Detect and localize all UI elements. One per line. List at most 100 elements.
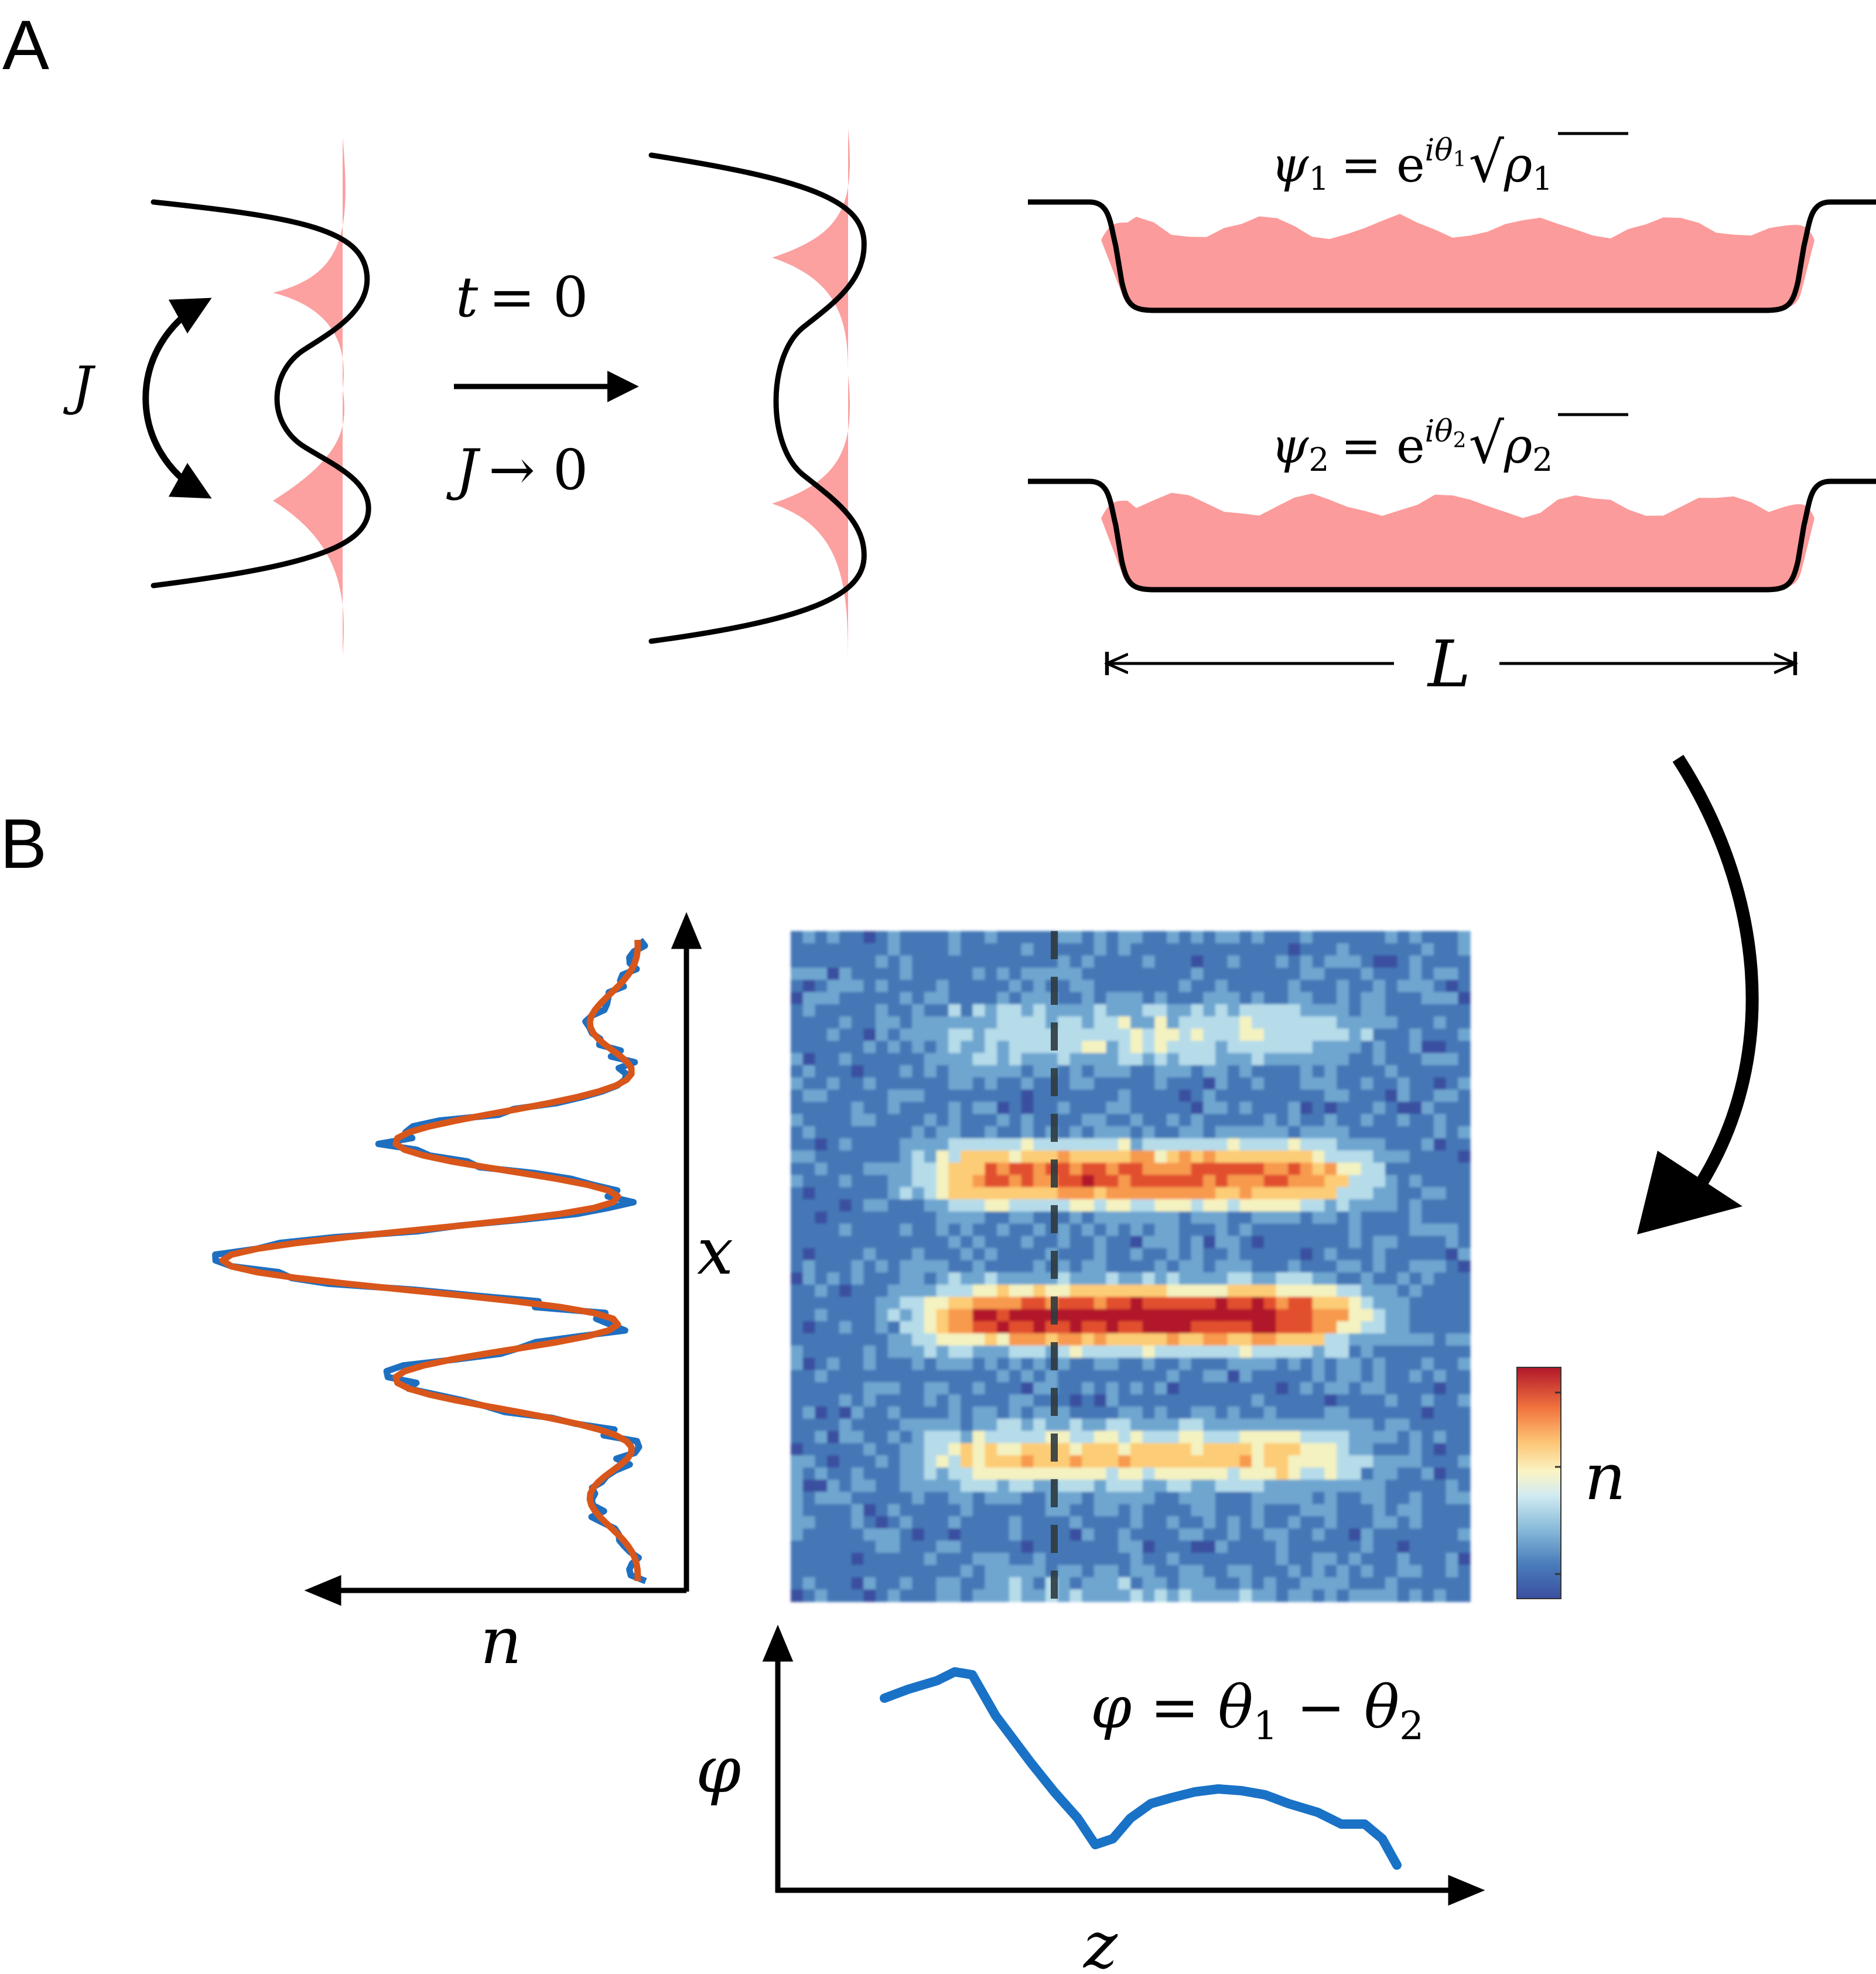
heatmap-cell [1069, 1296, 1082, 1310]
heatmap-cell [1421, 1540, 1434, 1554]
heatmap-cell [1227, 1126, 1241, 1139]
heatmap-cell [1178, 931, 1192, 944]
heatmap-cell [997, 943, 1010, 956]
heatmap-cell [863, 1089, 876, 1103]
heatmap-cell [887, 1577, 901, 1590]
heatmap-cell [1239, 1138, 1252, 1151]
heatmap-cell [1045, 1467, 1058, 1480]
heatmap-cell [1191, 980, 1204, 993]
heatmap-cell [1421, 1321, 1434, 1334]
heatmap-cell [1009, 1028, 1022, 1042]
heatmap-cell [1021, 1431, 1034, 1444]
heatmap-cell [1324, 1455, 1337, 1468]
heatmap-cell [961, 1394, 973, 1407]
heatmap-cell [1009, 1175, 1022, 1188]
heatmap-cell [936, 1211, 949, 1224]
heatmap-cell [1033, 1394, 1046, 1407]
heatmap-cell [1082, 1053, 1095, 1066]
heatmap-cell [1337, 1577, 1349, 1590]
heatmap-cell [1130, 1565, 1143, 1578]
heatmap-cell [1397, 1321, 1410, 1334]
heatmap-cell [1348, 1516, 1362, 1529]
heatmap-cell [1057, 1150, 1071, 1164]
heatmap-cell [1009, 1577, 1022, 1590]
heatmap-cell [1348, 1394, 1362, 1407]
heatmap-cell [1446, 943, 1459, 956]
heatmap-cell [791, 1357, 804, 1371]
heatmap-cell [936, 1589, 949, 1602]
heatmap-cell [887, 1175, 901, 1188]
heatmap-cell [1106, 1089, 1119, 1103]
heatmap-cell [1458, 992, 1471, 1005]
heatmap-cell [1300, 1016, 1313, 1029]
heatmap-cell [1421, 1394, 1434, 1407]
process-arrow-icon [1672, 755, 1759, 1186]
heatmap-cell [1009, 1284, 1022, 1298]
heatmap-cell [1458, 1162, 1471, 1176]
heatmap-cell [1227, 1431, 1241, 1444]
heatmap-cell [815, 1467, 828, 1480]
heatmap-cell [887, 1394, 901, 1407]
heatmap-cell [1106, 1028, 1119, 1042]
heatmap-cell [1337, 1236, 1349, 1249]
heatmap-cell [1421, 992, 1434, 1005]
heatmap-cell [900, 1126, 913, 1139]
heatmap-cell [912, 1041, 925, 1053]
heatmap-cell [876, 955, 889, 969]
heatmap-cell [1263, 1223, 1277, 1237]
heatmap-cell [1130, 1418, 1143, 1432]
heatmap-cell [1009, 1504, 1022, 1517]
heatmap-cell [1252, 1065, 1265, 1078]
heatmap-cell [1385, 1357, 1398, 1371]
heatmap-cell [961, 1199, 973, 1212]
heatmap-cell [1009, 1004, 1022, 1017]
heatmap-cell [815, 1028, 828, 1042]
heatmap-cell [1167, 1199, 1180, 1212]
heatmap-cell [936, 1540, 949, 1554]
heatmap-cell [1421, 1516, 1434, 1529]
heatmap-cell [997, 1418, 1010, 1432]
heatmap-cell [1458, 1504, 1471, 1517]
heatmap-cell [997, 1382, 1010, 1395]
heatmap-cell [900, 1333, 913, 1346]
heatmap-cell [948, 1089, 961, 1103]
heatmap-cell [1215, 1394, 1228, 1407]
heatmap-cell [1300, 1443, 1313, 1456]
heatmap-cell [863, 1357, 876, 1371]
heatmap-cell [972, 1284, 986, 1298]
heatmap-cell [1178, 1236, 1192, 1249]
heatmap-cell [791, 1443, 804, 1456]
heatmap-cell [1385, 1138, 1398, 1151]
heatmap-cell [1130, 1065, 1143, 1078]
heatmap-cell [972, 1028, 986, 1042]
heatmap-cell [1458, 1455, 1471, 1468]
heatmap-cell [1276, 1065, 1289, 1078]
heatmap-cell [1348, 1370, 1362, 1383]
heatmap-cell [1385, 1382, 1398, 1395]
heatmap-cell [815, 1455, 828, 1468]
heatmap-cell [1021, 1077, 1034, 1090]
heatmap-cell [1021, 1443, 1034, 1456]
heatmap-cell [1142, 1309, 1156, 1322]
heatmap-cell [1312, 1162, 1325, 1176]
heatmap-cell [1069, 1175, 1082, 1188]
heatmap-cell [1373, 1406, 1386, 1419]
heatmap-cell [1215, 1406, 1228, 1419]
heatmap-cell [1178, 1394, 1192, 1407]
heatmap-cell [961, 1126, 973, 1139]
heatmap-cell [1348, 1491, 1362, 1505]
heatmap-cell [1215, 1431, 1228, 1444]
heatmap-cell [1118, 1272, 1131, 1285]
heatmap-cell [839, 1126, 852, 1139]
heatmap-cell [1094, 1150, 1107, 1164]
heatmap-cell [1069, 1065, 1082, 1078]
heatmap-cell [1324, 1138, 1337, 1151]
heatmap-cell [1300, 1053, 1313, 1066]
heatmap-cell [1397, 1357, 1410, 1371]
heatmap-cell [1421, 1479, 1434, 1493]
heatmap-cell [997, 1394, 1010, 1407]
heatmap-cell [924, 1357, 937, 1371]
heatmap-cell [1312, 1491, 1325, 1505]
heatmap-cell [1348, 955, 1362, 969]
heatmap-cell [997, 1041, 1010, 1053]
